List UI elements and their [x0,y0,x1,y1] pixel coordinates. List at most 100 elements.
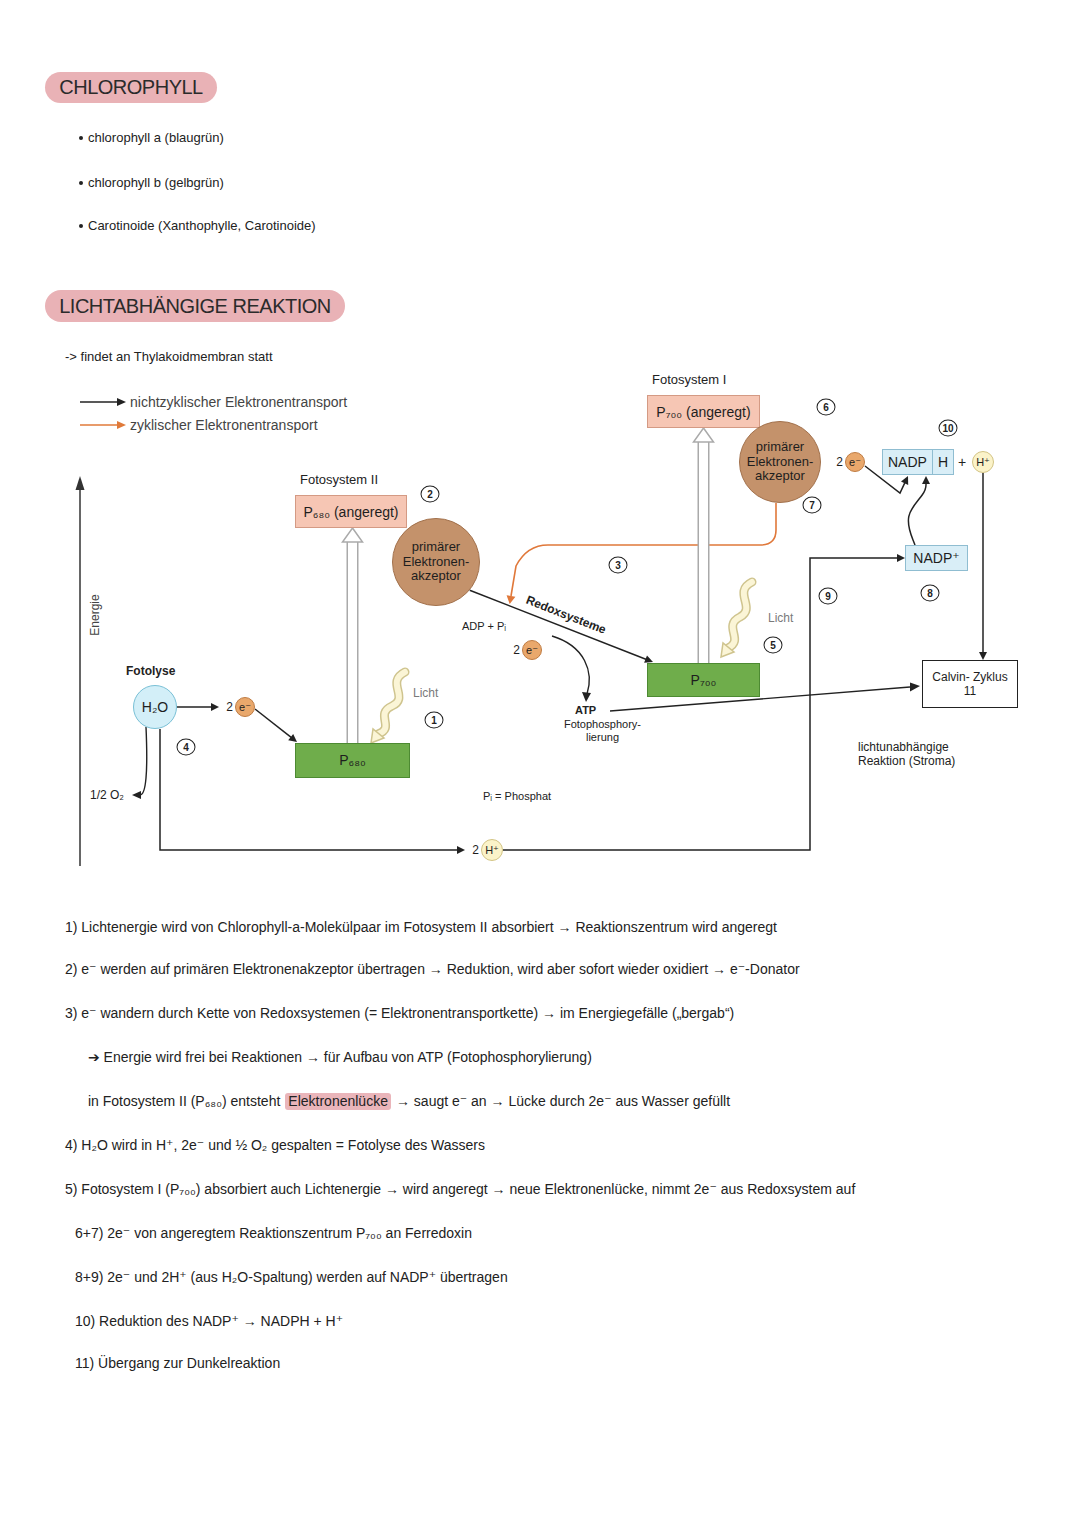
light-label: Licht [768,611,793,625]
oxygen-arrow [140,727,147,795]
photosystem-box: P₇₀₀ [647,663,760,697]
electron-circle: 2e⁻ [845,452,865,472]
node-text: NADP [883,450,932,474]
plus-sign: + [958,454,966,471]
connector-line [177,706,212,708]
energy-axis [79,488,81,866]
callout-number: 8 [921,585,940,602]
legend-arrowhead [117,421,126,429]
proton-circle: 2H⁺ [481,839,503,861]
connector-line [503,558,898,850]
heading-text: CHLOROPHYLL [59,76,202,99]
callout-number: 6 [817,399,836,416]
atp-arrow [552,636,589,694]
count-text: 2 [226,700,233,714]
connector [979,473,987,660]
light-wave-outline [728,582,752,648]
reactant-label: ADP + Pᵢ [462,620,506,633]
node-text: H [932,450,953,474]
note-text: 11) Übergang zur Dunkelreaktion [75,1355,280,1372]
connector-line [982,473,984,653]
reaction-center-box: Fotosystem IIP₆₈₀ (angeregt) [295,495,407,528]
arrowhead [897,554,905,562]
legend-item: zyklischer Elektronentransport [80,417,318,433]
node-text: NADP⁺ [913,550,959,567]
light-label: Licht [413,686,438,700]
photosystem-box: P₆₈₀ [295,743,410,778]
arrowhead [694,428,714,442]
callout-number: 5 [764,637,783,654]
product-label: 1/2 O₂ [90,788,124,802]
callout-number: 4 [177,739,196,756]
legend-sample [80,419,126,431]
light-arrowhead [371,729,384,743]
callout-number: 9 [819,588,838,605]
connector-line [348,541,357,743]
product-label: ATP [575,704,596,717]
process-label: Fotophosphory- lierung [555,718,650,744]
light-wave [728,582,752,648]
node-text: P₆₈₀ [339,752,366,769]
legend-line [80,424,118,426]
group-heading: Fotosystem II [300,472,378,487]
acceptor-circle: primärer Elektronen- akzeptor [392,518,480,606]
node-text: e⁻ [239,701,251,714]
node-text: H₂O [142,699,168,715]
connector [255,709,297,742]
nadph-box: NADPH [882,449,954,475]
connector-line [699,441,708,663]
legend-item: nichtzyklischer Elektronentransport [80,394,347,410]
connector [694,428,714,663]
count-text: 2 [472,843,479,857]
electron-circle: 2e⁻ [235,697,255,717]
note-text: ➔ Energie wird frei bei Reaktionen → für… [88,1049,592,1066]
callout-number: 3 [609,557,628,574]
note-text: -> findet an Thylakoidmembran statt [65,349,273,365]
arrowhead [343,528,363,542]
connector [908,476,930,545]
region-label: lichtunabhängige Reaktion (Stroma) [858,740,983,769]
reaction-center-box: Fotosystem IP₇₀₀ (angeregt) [647,395,760,428]
atp-arrowhead [582,692,591,702]
callout-number: 10 [939,420,958,437]
light-wave-outline [378,672,405,734]
node-text: primärer Elektronen- akzeptor [743,440,817,485]
note-text: 10) Reduktion des NADP⁺ → NADPH + H⁺ [75,1313,343,1330]
acceptor-circle: primärer Elektronen- akzeptor [739,421,821,503]
note-text: 1) Lichtenergie wird von Chlorophyll-a-M… [65,919,777,936]
note-text: 5) Fotosystem I (P₇₀₀) absorbiert auch L… [65,1181,855,1198]
heading-pill: CHLOROPHYLL [45,72,217,103]
count-text: 2 [513,643,520,657]
connector-line [160,729,458,850]
note-text: 3) e⁻ wandern durch Kette von Redoxsyste… [65,1005,734,1022]
heading-text: LICHTABHÄNGIGE REAKTION [59,295,331,318]
connector [343,528,363,743]
cyclic-arrowhead [507,595,516,604]
arrowhead [644,655,653,662]
connector-line [255,709,291,738]
connector-outline [698,441,710,663]
legend-arrowhead [117,398,126,406]
legend-text: nichtzyklischer Elektronentransport [130,394,347,410]
water-circle: H₂O [133,685,177,729]
note-text: 6+7) 2e⁻ von angeregtem Reaktionszentrum… [75,1225,472,1242]
electron-circle: 2e⁻ [522,640,542,660]
count-text: 2 [836,455,843,469]
nadp-box: NADP⁺ [905,545,968,571]
node-text: H⁺ [976,456,990,469]
connector [177,703,219,711]
bullet-text: chlorophyll b (gelbgrün) [88,175,224,191]
heading-pill: LICHTABHÄNGIGE REAKTION [45,290,345,322]
note-text: Pᵢ = Phosphat [483,790,551,803]
connector [503,554,905,850]
legend-text: zyklischer Elektronentransport [130,417,318,433]
bullet-text: chlorophyll a (blaugrün) [88,130,224,146]
note-text: in Fotosystem II (P₆₈₀) entsteht [88,1093,280,1110]
group-heading: Fotosystem I [652,372,726,387]
atp-to-calvin-arrowhead [910,683,920,692]
highlighted-term: Elektronenlücke [285,1093,391,1110]
callout-number: 2 [421,486,440,503]
process-label: Fotolyse [126,664,175,678]
arrowhead [979,652,987,660]
connector [160,729,465,854]
